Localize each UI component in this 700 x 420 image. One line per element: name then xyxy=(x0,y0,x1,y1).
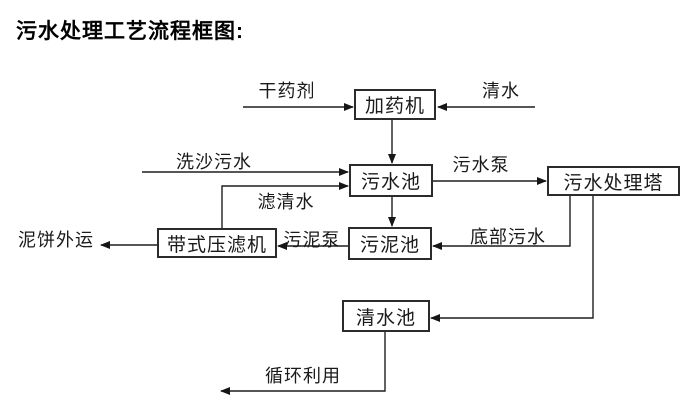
flow-label-recycling: 循环利用 xyxy=(265,366,341,386)
flow-label-clean-water: 清水 xyxy=(482,81,520,101)
flow-label-bottom-sewage: 底部污水 xyxy=(470,227,546,247)
flow-label-sand-washing-sewage: 洗沙污水 xyxy=(176,152,252,172)
node-clean-water-pool-label: 清水池 xyxy=(355,307,416,329)
flow-label-sludge-pump: 污泥泵 xyxy=(283,230,341,250)
node-sewage-pool-label: 污水池 xyxy=(360,172,421,193)
arrow-tower-to-clean-water-pool xyxy=(430,196,594,322)
arrow-clean-water-pool-to-recycling xyxy=(220,332,386,395)
node-clean-water-pool: 清水池 xyxy=(342,300,430,332)
node-belt-filter-press-label: 带式压滤机 xyxy=(166,234,267,256)
node-sludge-pool-label: 污泥池 xyxy=(359,235,420,256)
node-sewage-pool: 污水池 xyxy=(349,164,433,197)
flow-label-dry-chemical: 干药剂 xyxy=(258,81,316,101)
node-belt-filter-press: 带式压滤机 xyxy=(157,228,277,258)
node-sludge-pool: 污泥池 xyxy=(348,227,432,260)
flow-label-mud-cake-out: 泥饼外运 xyxy=(18,230,94,250)
node-treatment-tower: 污水处理塔 xyxy=(547,166,680,196)
flow-label-filtered-water: 滤清水 xyxy=(257,192,315,212)
flow-label-sewage-pump: 污水泵 xyxy=(452,155,510,175)
node-dosing-machine-label: 加药机 xyxy=(364,96,425,117)
node-dosing-machine: 加药机 xyxy=(354,89,436,120)
arrow-bottom-sewage-tower-to-sludge-pool xyxy=(432,196,571,250)
page-title: 污水处理工艺流程框图: xyxy=(16,20,244,43)
arrow-filtered-water-press-to-sewage-pool xyxy=(221,182,349,228)
node-treatment-tower-label: 污水处理塔 xyxy=(563,172,664,194)
